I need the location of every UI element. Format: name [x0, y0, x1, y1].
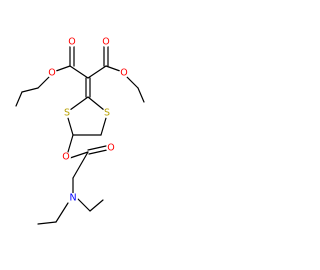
molecule-svg: O O O O S S O O — [15, 37, 145, 225]
atom-label-o: O — [120, 68, 127, 79]
atom-o-upper-right-carbonyl: O — [101, 37, 111, 48]
bond — [67, 134, 74, 153]
atom-o-left-ester: O — [47, 68, 57, 79]
atom-labels: O O O O S S O O — [47, 37, 129, 204]
bond — [37, 221, 57, 225]
bonds — [15, 45, 145, 225]
bond — [69, 65, 89, 79]
atom-o-right-ester: O — [119, 68, 129, 79]
atom-label-n: N — [69, 193, 76, 204]
bond — [126, 76, 139, 89]
atom-label-o: O — [102, 37, 109, 48]
bond — [100, 117, 107, 136]
bond — [77, 198, 91, 212]
bond — [69, 96, 89, 111]
bond — [88, 149, 108, 155]
bond — [72, 151, 89, 179]
atom-label-o: O — [107, 143, 114, 154]
bond — [105, 65, 121, 72]
bond — [87, 96, 105, 111]
bond — [67, 117, 74, 136]
bond — [55, 65, 71, 72]
bond — [69, 151, 89, 159]
molecule-structure-diagram: O O O O S S O O — [15, 37, 145, 225]
atom-label-s: S — [64, 108, 70, 119]
atom-label-o: O — [68, 37, 75, 48]
bond — [55, 202, 69, 223]
bond — [87, 145, 107, 151]
bond — [87, 65, 107, 79]
bond — [137, 87, 145, 103]
atom-n-amine: N — [68, 193, 78, 204]
atom-label-s: S — [104, 108, 110, 119]
atom-s-right: S — [102, 108, 112, 119]
bond — [21, 87, 39, 93]
atom-label-o: O — [62, 152, 69, 163]
bond — [15, 91, 23, 107]
bond — [37, 76, 50, 89]
atom-label-o: O — [48, 68, 55, 79]
atom-o-lower-carbonyl: O — [106, 143, 116, 154]
atom-o-upper-left-carbonyl: O — [67, 37, 77, 48]
bond — [89, 199, 104, 212]
atom-s-left: S — [62, 108, 72, 119]
atom-o-ring-ester: O — [61, 152, 71, 163]
